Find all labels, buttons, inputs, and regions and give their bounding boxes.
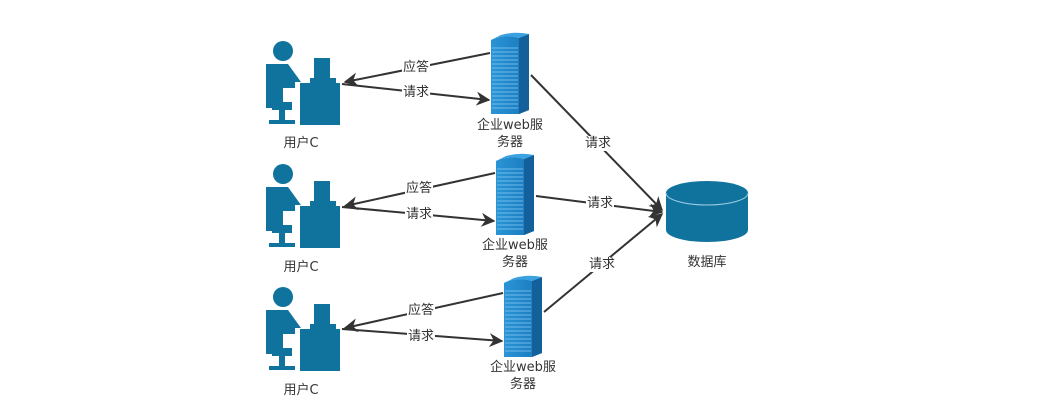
database-label: 数据库 [687, 255, 727, 270]
server-tower-icon[interactable] [495, 153, 535, 236]
edge-label-request: 请求 [407, 329, 436, 344]
edge-label-db-request: 请求 [584, 136, 613, 151]
edge-label-request: 请求 [405, 207, 434, 222]
edge-label-response: 应答 [405, 181, 434, 196]
user-at-desk-icon[interactable] [266, 287, 340, 371]
server-tower-icon[interactable] [490, 32, 530, 115]
database-cylinder-icon[interactable] [665, 181, 749, 242]
user-label: 用户C [283, 383, 319, 398]
user-label: 用户C [283, 260, 319, 275]
server-label: 企业web服 务器 [477, 118, 543, 150]
edge-label-db-request: 请求 [588, 257, 617, 272]
user-at-desk-icon[interactable] [266, 164, 340, 248]
user-label: 用户C [283, 136, 319, 151]
server-label: 企业web服 务器 [490, 360, 556, 392]
server-tower-icon[interactable] [503, 275, 543, 358]
edge-label-response: 应答 [402, 60, 431, 75]
edge-label-request: 请求 [402, 85, 431, 100]
edge-label-response: 应答 [407, 303, 436, 318]
server-label: 企业web服 务器 [482, 238, 548, 270]
user-at-desk-icon[interactable] [266, 41, 340, 125]
edge-label-db-request: 请求 [586, 196, 615, 211]
